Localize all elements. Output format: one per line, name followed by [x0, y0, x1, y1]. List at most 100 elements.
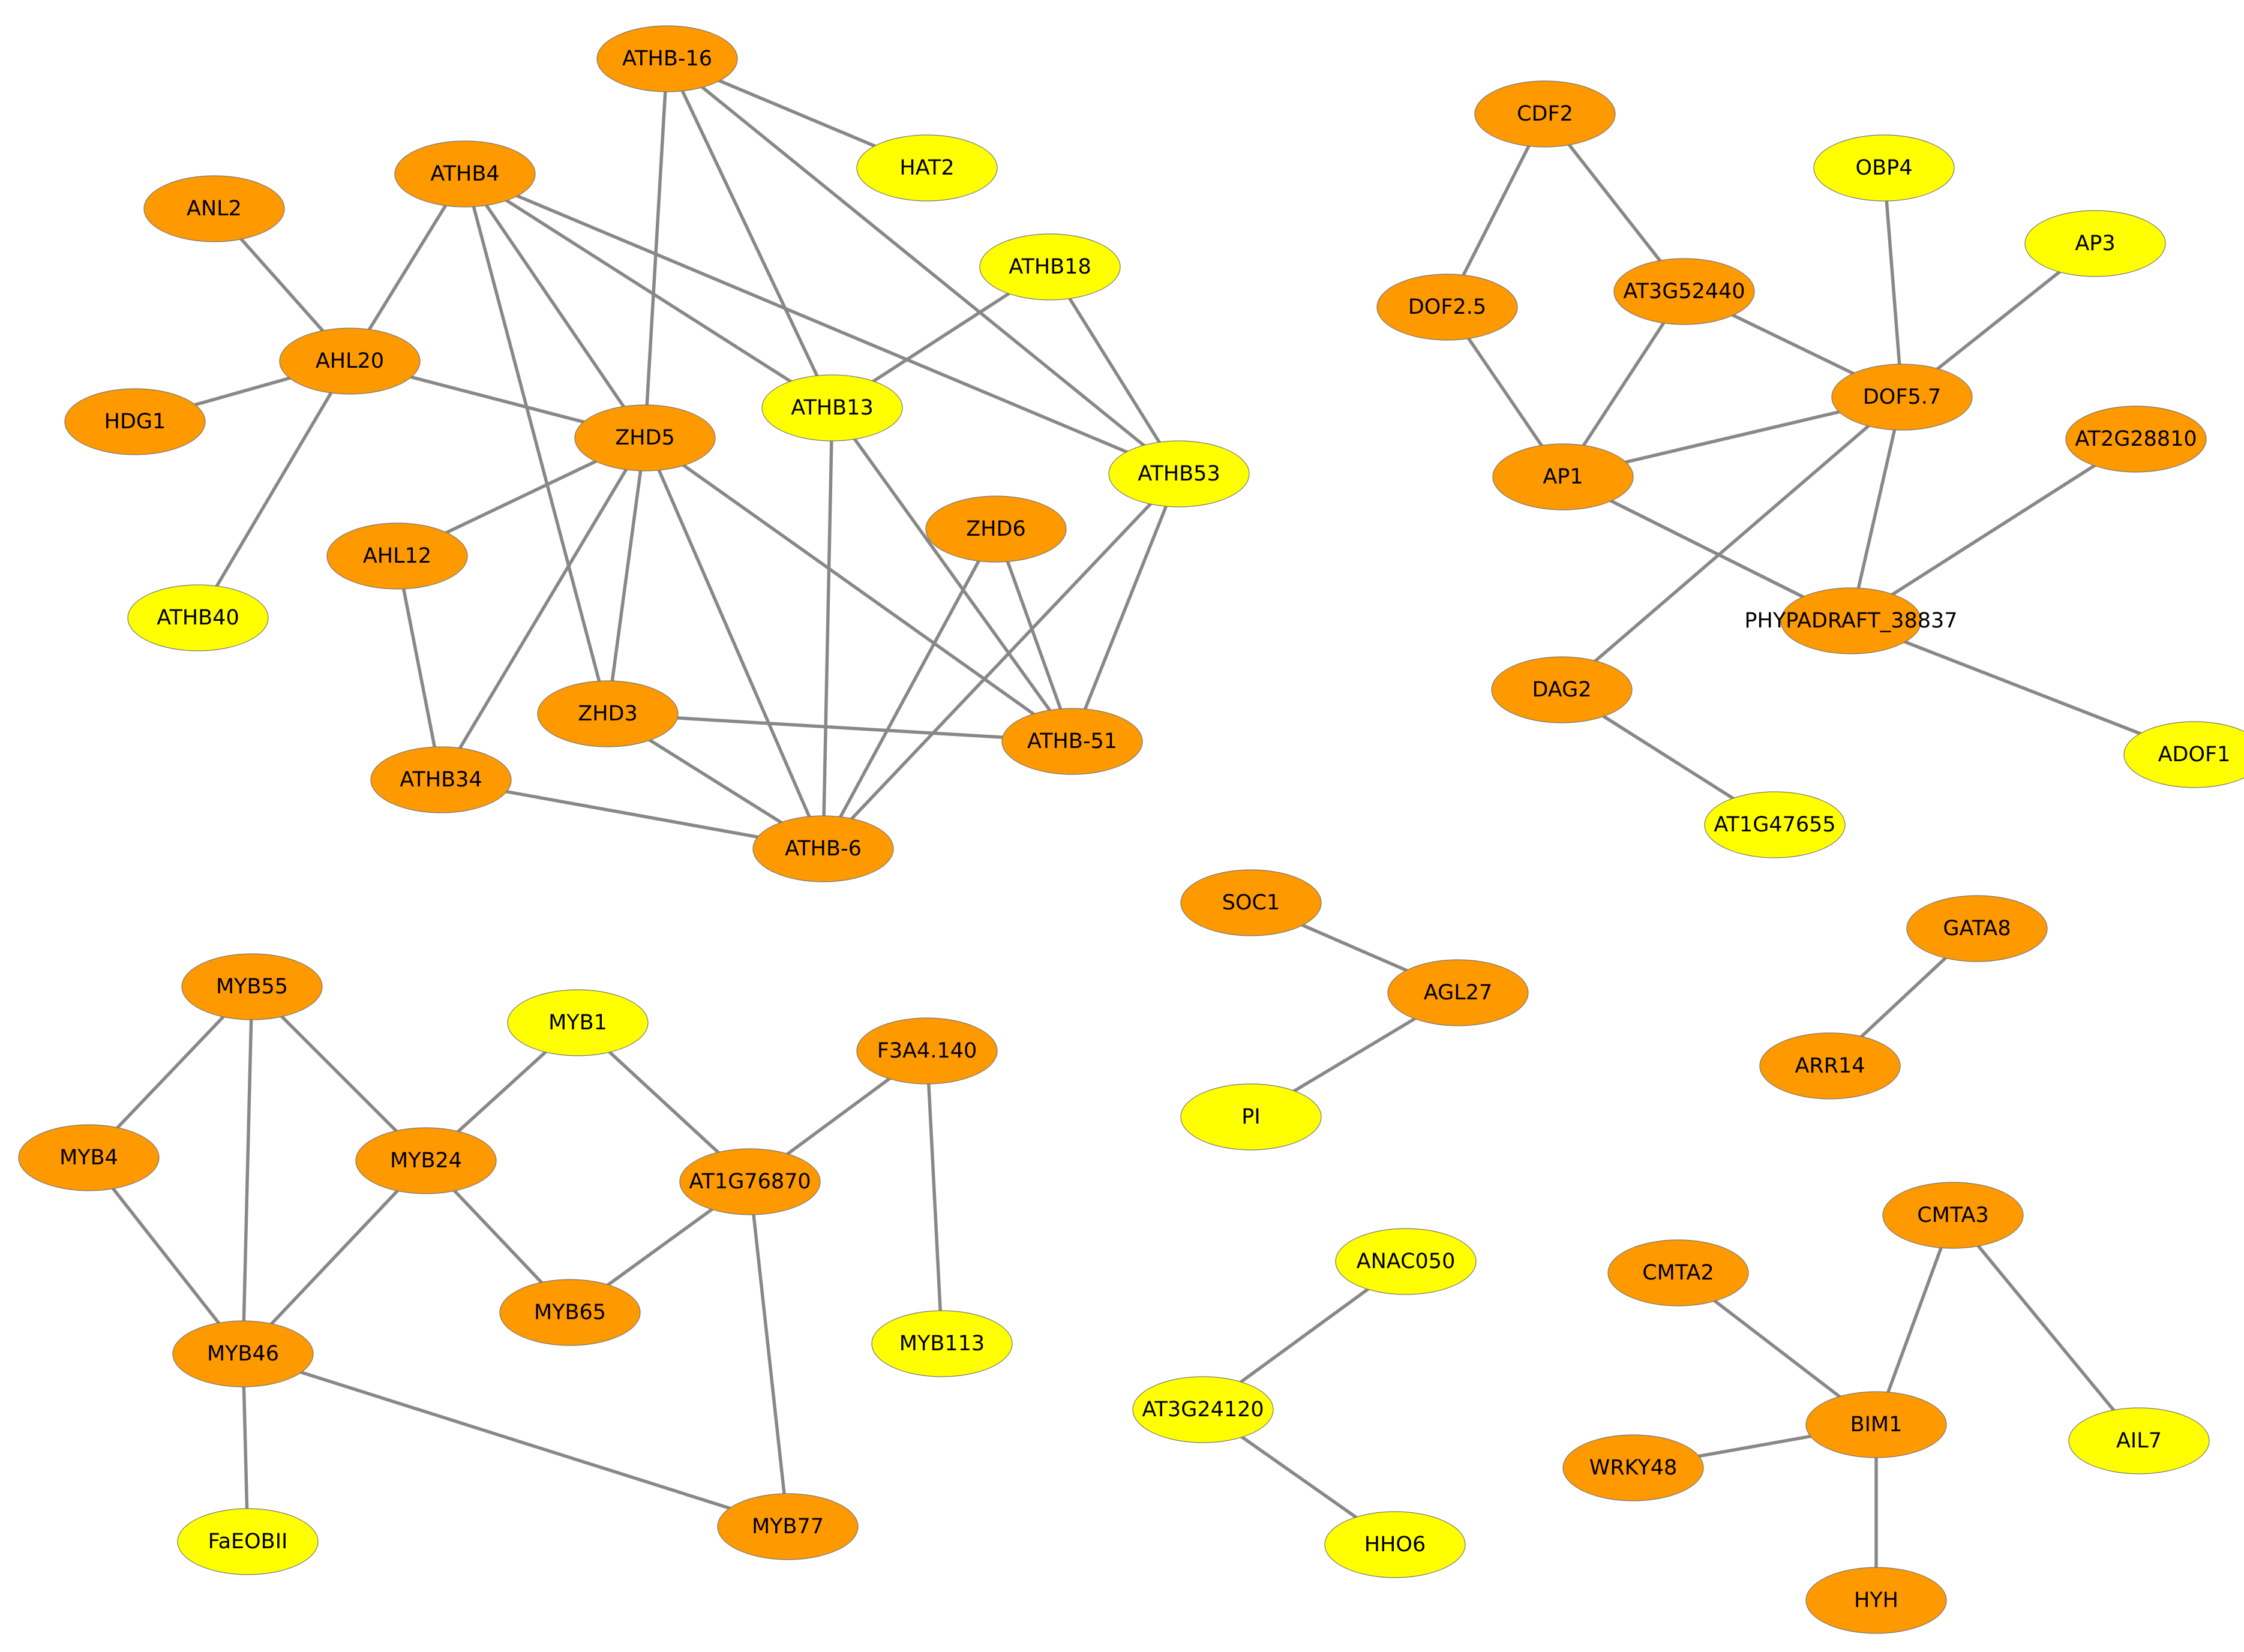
- node-athb-51[interactable]: ATHB-51: [1001, 708, 1143, 775]
- edge-myb55-myb46: [241, 985, 254, 1356]
- node-at1g76870[interactable]: AT1G76870: [679, 1148, 821, 1215]
- node-ellipse: [1805, 1567, 1947, 1634]
- node-label: MYB46: [207, 1342, 279, 1366]
- node-ellipse: [499, 1279, 641, 1346]
- edge-athb53-athb-6: [821, 472, 1181, 851]
- node-at2g28810[interactable]: AT2G28810: [2065, 406, 2207, 473]
- node-dof2-5[interactable]: DOF2.5: [1376, 274, 1518, 341]
- node-ap1[interactable]: AP1: [1492, 443, 1634, 510]
- node-label: ATHB-6: [785, 837, 862, 861]
- node-soc1[interactable]: SOC1: [1180, 869, 1322, 936]
- node-label: MYB113: [899, 1332, 985, 1356]
- node-anl2[interactable]: ANL2: [143, 175, 285, 242]
- node-myb77[interactable]: MYB77: [717, 1493, 859, 1560]
- node-ellipse: [177, 1508, 319, 1575]
- node-ellipse: [1882, 1182, 2024, 1249]
- node-myb24[interactable]: MYB24: [355, 1127, 497, 1194]
- node-label: BIM1: [1850, 1413, 1903, 1437]
- node-label: CMTA3: [1917, 1203, 1989, 1227]
- node-myb55[interactable]: MYB55: [181, 953, 323, 1020]
- node-label: ATHB18: [1009, 255, 1091, 279]
- node-myb1[interactable]: MYB1: [507, 989, 649, 1056]
- node-myb65[interactable]: MYB65: [499, 1279, 641, 1346]
- node-ap3[interactable]: AP3: [2024, 210, 2166, 277]
- node-at3g24120[interactable]: AT3G24120: [1132, 1376, 1274, 1443]
- node-athb-16[interactable]: ATHB-16: [596, 25, 738, 92]
- edge-cmta3-bim1: [1874, 1214, 1955, 1426]
- node-phypadraft-38837[interactable]: PHYPADRAFT_38837: [1744, 587, 1958, 654]
- node-myb4[interactable]: MYB4: [18, 1124, 160, 1191]
- node-wrky48[interactable]: WRKY48: [1562, 1434, 1704, 1501]
- node-dof5-7[interactable]: DOF5.7: [1831, 364, 1973, 431]
- edge-zhd5-athb-6: [643, 436, 825, 851]
- node-obp4[interactable]: OBP4: [1813, 134, 1955, 202]
- node-ellipse: [717, 1493, 859, 1560]
- node-zhd3[interactable]: ZHD3: [537, 680, 679, 747]
- edge-myb4-myb46: [87, 1156, 245, 1356]
- edge-athb18-athb53: [1048, 265, 1181, 476]
- node-pi[interactable]: PI: [1180, 1083, 1322, 1151]
- node-ellipse: [1780, 587, 1922, 654]
- node-zhd6[interactable]: ZHD6: [925, 495, 1067, 563]
- node-ellipse: [2123, 721, 2244, 788]
- node-myb46[interactable]: MYB46: [172, 1320, 314, 1387]
- edge-athb13-athb-51: [830, 406, 1074, 743]
- node-athb-6[interactable]: ATHB-6: [752, 815, 894, 882]
- node-label: HDG1: [104, 410, 166, 434]
- edge-dof5-7-dag2: [1560, 395, 1904, 692]
- node-f3a4-140[interactable]: F3A4.140: [856, 1017, 998, 1085]
- node-ellipse: [1813, 134, 1955, 202]
- node-label: AP3: [2075, 232, 2115, 256]
- node-ellipse: [537, 680, 679, 747]
- node-agl27[interactable]: AGL27: [1387, 959, 1529, 1026]
- edge-zhd6-athb-51: [994, 527, 1074, 743]
- node-athb13[interactable]: ATHB13: [761, 374, 903, 441]
- node-athb4[interactable]: ATHB4: [394, 140, 536, 208]
- node-label: PI: [1241, 1105, 1260, 1129]
- node-ellipse: [279, 328, 421, 395]
- node-ail7[interactable]: AIL7: [2068, 1407, 2210, 1474]
- node-hat2[interactable]: HAT2: [856, 134, 998, 202]
- edge-zhd5-athb-51: [643, 436, 1074, 743]
- node-cmta3[interactable]: CMTA3: [1882, 1182, 2024, 1249]
- node-faeobii[interactable]: FaEOBII: [177, 1508, 319, 1575]
- node-bim1[interactable]: BIM1: [1805, 1391, 1947, 1458]
- node-label: AT3G24120: [1142, 1398, 1264, 1422]
- node-label: OBP4: [1856, 156, 1913, 180]
- node-hyh[interactable]: HYH: [1805, 1567, 1947, 1634]
- node-hdg1[interactable]: HDG1: [64, 388, 206, 455]
- node-athb34[interactable]: ATHB34: [370, 746, 512, 813]
- node-gata8[interactable]: GATA8: [1906, 895, 2048, 962]
- node-ellipse: [979, 233, 1121, 301]
- edge-athb4-zhd5: [463, 172, 647, 440]
- node-label: HHO6: [1364, 1533, 1426, 1557]
- node-athb53[interactable]: ATHB53: [1108, 440, 1250, 507]
- node-label: GATA8: [1943, 917, 2011, 941]
- node-athb40[interactable]: ATHB40: [127, 584, 269, 651]
- node-cmta2[interactable]: CMTA2: [1607, 1239, 1749, 1306]
- node-ellipse: [1132, 1376, 1274, 1443]
- node-adof1[interactable]: ADOF1: [2123, 721, 2244, 788]
- edge-athb-16-athb53: [665, 57, 1181, 476]
- node-cdf2[interactable]: CDF2: [1474, 80, 1616, 148]
- node-zhd5[interactable]: ZHD5: [574, 404, 716, 471]
- node-athb18[interactable]: ATHB18: [979, 233, 1121, 301]
- node-hho6[interactable]: HHO6: [1324, 1511, 1466, 1578]
- node-at1g47655[interactable]: AT1G47655: [1704, 791, 1846, 858]
- node-ahl12[interactable]: AHL12: [326, 522, 468, 590]
- node-ellipse: [1387, 959, 1529, 1026]
- node-at3g52440[interactable]: AT3G52440: [1613, 258, 1755, 325]
- node-myb113[interactable]: MYB113: [871, 1310, 1013, 1377]
- node-ahl20[interactable]: AHL20: [279, 328, 421, 395]
- node-dag2[interactable]: DAG2: [1491, 656, 1633, 723]
- node-label: AHL12: [363, 544, 431, 568]
- edge-athb13-athb-6: [821, 406, 834, 851]
- node-anac050[interactable]: ANAC050: [1335, 1228, 1477, 1295]
- node-ellipse: [2068, 1407, 2210, 1474]
- edge-myb46-myb77: [241, 1352, 790, 1528]
- node-ellipse: [1704, 791, 1846, 858]
- node-ellipse: [1180, 1083, 1322, 1151]
- node-label: MYB1: [548, 1011, 607, 1035]
- node-ellipse: [1001, 708, 1143, 775]
- node-arr14[interactable]: ARR14: [1759, 1032, 1901, 1100]
